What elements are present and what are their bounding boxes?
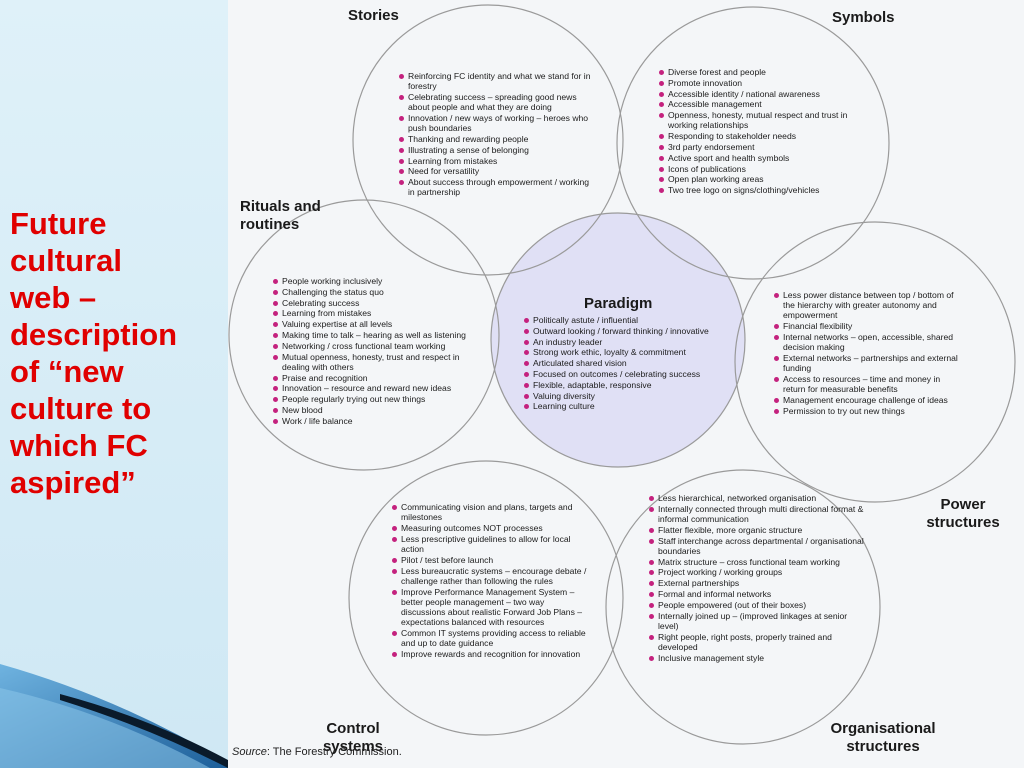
list-item: Less hierarchical, networked organisatio… (648, 493, 866, 503)
list-item: Less power distance between top / bottom… (773, 290, 958, 321)
power-list: Less power distance between top / bottom… (773, 290, 958, 417)
ring-stories (352, 4, 624, 276)
list-item: Management encourage challenge of ideas (773, 395, 958, 405)
list-item: Flexible, adaptable, responsive (523, 380, 723, 390)
list-item: External partnerships (648, 578, 866, 588)
stories-label: Stories (348, 7, 399, 24)
list-item: Openness, honesty, mutual respect and tr… (658, 110, 868, 130)
list-item: Outward looking / forward thinking / inn… (523, 326, 723, 336)
list-item: Reinforcing FC identity and what we stan… (398, 71, 596, 91)
list-item: Flatter flexible, more organic structure (648, 525, 866, 535)
venn-rings (228, 4, 1016, 745)
corner-decoration (0, 664, 228, 768)
ring-control (348, 460, 624, 736)
list-item: Work / life balance (272, 416, 477, 426)
control-label: Control systems (322, 720, 384, 755)
list-item: Common IT systems providing access to re… (391, 628, 591, 648)
list-item: Celebrating success (272, 298, 477, 308)
paradigm-label: Paradigm (584, 295, 653, 312)
list-item: Strong work ethic, loyalty & commitment (523, 347, 723, 357)
list-item: Project working / working groups (648, 567, 866, 577)
list-item: An industry leader (523, 337, 723, 347)
list-item: Need for versatility (398, 166, 596, 176)
list-item: Responding to stakeholder needs (658, 131, 868, 141)
list-item: Communicating vision and plans, targets … (391, 502, 591, 522)
control-list: Communicating vision and plans, targets … (391, 502, 591, 660)
list-item: Learning culture (523, 401, 723, 411)
list-item: Thanking and rewarding people (398, 134, 596, 144)
rituals-label: Rituals and routines (240, 198, 321, 233)
ring-organisational (605, 469, 881, 745)
list-item: Celebrating success – spreading good new… (398, 92, 596, 112)
list-item: Focused on outcomes / celebrating succes… (523, 369, 723, 379)
list-item: Accessible management (658, 99, 868, 109)
list-item: Internally joined up – (improved linkage… (648, 611, 866, 631)
list-item: External networks – partnerships and ext… (773, 353, 958, 373)
list-item: Making time to talk – hearing as well as… (272, 330, 477, 340)
list-item: Illustrating a sense of belonging (398, 145, 596, 155)
list-item: Less prescriptive guidelines to allow fo… (391, 534, 591, 554)
list-item: Innovation / new ways of working – heroe… (398, 113, 596, 133)
symbols-label: Symbols (832, 9, 895, 26)
ring-paradigm (490, 212, 746, 468)
list-item: Permission to try out new things (773, 406, 958, 416)
list-item: Politically astute / influential (523, 315, 723, 325)
list-item: Active sport and health symbols (658, 153, 868, 163)
list-item: Promote innovation (658, 78, 868, 88)
list-item: Praise and recognition (272, 373, 477, 383)
list-item: Accessible identity / national awareness (658, 89, 868, 99)
list-item: Learning from mistakes (272, 308, 477, 318)
list-item: Measuring outcomes NOT processes (391, 523, 591, 533)
stories-list: Reinforcing FC identity and what we stan… (398, 71, 596, 198)
list-item: Less bureaucratic systems – encourage de… (391, 566, 591, 586)
list-item: Access to resources – time and money in … (773, 374, 958, 394)
list-item: Learning from mistakes (398, 156, 596, 166)
list-item: New blood (272, 405, 477, 415)
source-prefix: Source (232, 746, 267, 758)
list-item: About success through empowerment / work… (398, 177, 596, 197)
list-item: Icons of publications (658, 164, 868, 174)
slide-title: Future cultural web – description of “ne… (10, 206, 178, 500)
source-text: : The Forestry Commission. (266, 746, 402, 758)
list-item: Valuing expertise at all levels (272, 319, 477, 329)
ring-power (734, 221, 1016, 503)
list-item: Improve rewards and recognition for inno… (391, 649, 591, 659)
organisational-label: Organisational structures (830, 720, 936, 755)
list-item: Improve Performance Management System – … (391, 587, 591, 628)
left-panel: Future cultural web – description of “ne… (0, 0, 228, 768)
list-item: Two tree logo on signs/clothing/vehicles (658, 185, 868, 195)
ring-symbols (616, 6, 890, 280)
list-item: 3rd party endorsement (658, 142, 868, 152)
list-item: Valuing diversity (523, 391, 723, 401)
list-item: Inclusive management style (648, 653, 866, 663)
list-item: Matrix structure – cross functional team… (648, 557, 866, 567)
source-note: Source: The Forestry Commission. (232, 746, 402, 758)
list-item: Right people, right posts, properly trai… (648, 632, 866, 652)
list-item: Challenging the status quo (272, 287, 477, 297)
list-item: People working inclusively (272, 276, 477, 286)
list-item: Networking / cross functional team worki… (272, 341, 477, 351)
list-item: Pilot / test before launch (391, 555, 591, 565)
list-item: Open plan working areas (658, 174, 868, 184)
list-item: Staff interchange across departmental / … (648, 536, 866, 556)
list-item: Innovation – resource and reward new ide… (272, 383, 477, 393)
list-item: Internally connected through multi direc… (648, 504, 866, 524)
list-item: Mutual openness, honesty, trust and resp… (272, 352, 477, 372)
list-item: People empowered (out of their boxes) (648, 600, 866, 610)
ring-rituals (228, 199, 500, 471)
list-item: People regularly trying out new things (272, 394, 477, 404)
list-item: Formal and informal networks (648, 589, 866, 599)
cultural-web-figure: Stories Symbols Rituals and routines Par… (228, 0, 1024, 768)
power-label: Power structures (926, 496, 1000, 531)
list-item: Articulated shared vision (523, 358, 723, 368)
organisational-list: Less hierarchical, networked organisatio… (648, 493, 866, 663)
list-item: Diverse forest and people (658, 67, 868, 77)
list-item: Financial flexibility (773, 321, 958, 331)
list-item: Internal networks – open, accessible, sh… (773, 332, 958, 352)
